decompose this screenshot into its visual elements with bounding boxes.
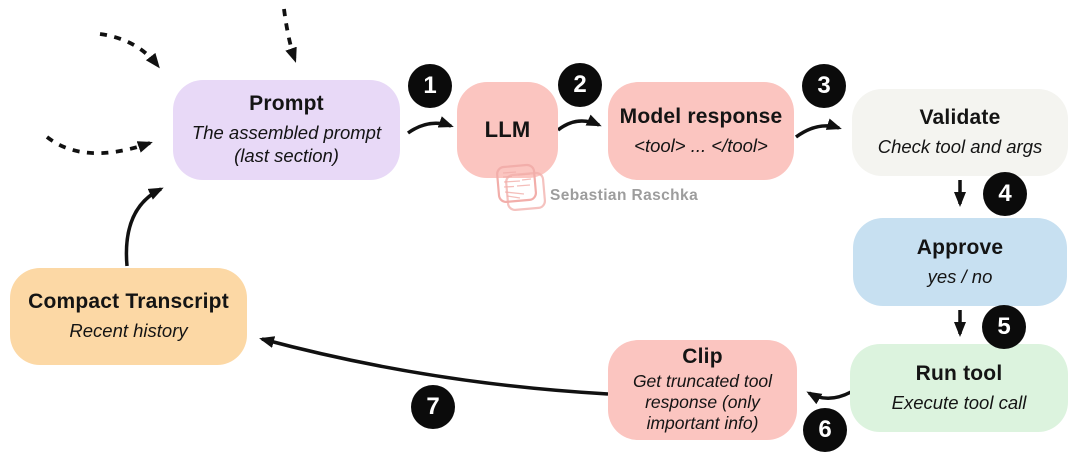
node-compact-transcript-subtitle: Recent history	[69, 320, 188, 342]
arrow-prompt-to-llm	[406, 116, 454, 135]
node-clip-title: Clip	[682, 345, 723, 369]
dashed-arrow-input-topleft	[99, 32, 160, 69]
node-llm: LLM	[457, 82, 558, 178]
node-prompt-title: Prompt	[249, 92, 324, 116]
stamp-logo-icon	[496, 163, 547, 212]
node-validate-title: Validate	[919, 106, 1001, 130]
watermark-author: Sebastian Raschka	[550, 187, 699, 204]
node-model-response-title: Model response	[619, 104, 783, 128]
arrow-compact-to-prompt	[124, 187, 164, 267]
node-run-tool-subtitle: Execute tool call	[891, 391, 1027, 413]
node-llm-title: LLM	[484, 116, 531, 142]
node-model-response: Model response <tool> ... </tool>	[608, 82, 794, 180]
dashed-arrow-input-top	[282, 8, 297, 63]
arrow-clip-to-compact	[259, 336, 609, 396]
node-run-tool-title: Run tool	[915, 361, 1003, 385]
arrow-runtool-to-clip	[806, 390, 852, 405]
watermark: Sebastian Raschka	[494, 163, 698, 213]
node-approve-title: Approve	[916, 235, 1004, 259]
node-clip: Clip Get truncated tool response (only i…	[608, 340, 797, 440]
step-badge-7: 7	[411, 385, 455, 429]
dashed-arrow-input-left	[45, 135, 153, 156]
node-approve: Approve yes / no	[853, 218, 1067, 306]
step-badge-2: 2	[558, 63, 602, 107]
node-run-tool: Run tool Execute tool call	[850, 344, 1068, 432]
node-compact-transcript: Compact Transcript Recent history	[10, 268, 247, 365]
step-badge-1: 1	[408, 64, 452, 108]
node-compact-transcript-title: Compact Transcript	[28, 290, 229, 314]
node-validate-subtitle: Check tool and args	[877, 136, 1043, 158]
node-model-response-subtitle: <tool> ... </tool>	[634, 134, 768, 156]
node-prompt-subtitle: The assembled prompt (last section)	[191, 122, 382, 167]
node-prompt: Prompt The assembled prompt (last sectio…	[173, 80, 400, 180]
step-badge-6: 6	[803, 408, 847, 452]
step-badge-3: 3	[802, 64, 846, 108]
node-clip-subtitle: Get truncated tool response (only import…	[632, 370, 773, 434]
step-badge-4: 4	[983, 172, 1027, 216]
step-badge-5: 5	[982, 305, 1026, 349]
node-approve-subtitle: yes / no	[927, 265, 993, 287]
arrow-model-to-validate	[794, 118, 842, 139]
arrow-llm-to-model-response	[556, 114, 602, 132]
node-validate: Validate Check tool and args	[852, 89, 1068, 176]
